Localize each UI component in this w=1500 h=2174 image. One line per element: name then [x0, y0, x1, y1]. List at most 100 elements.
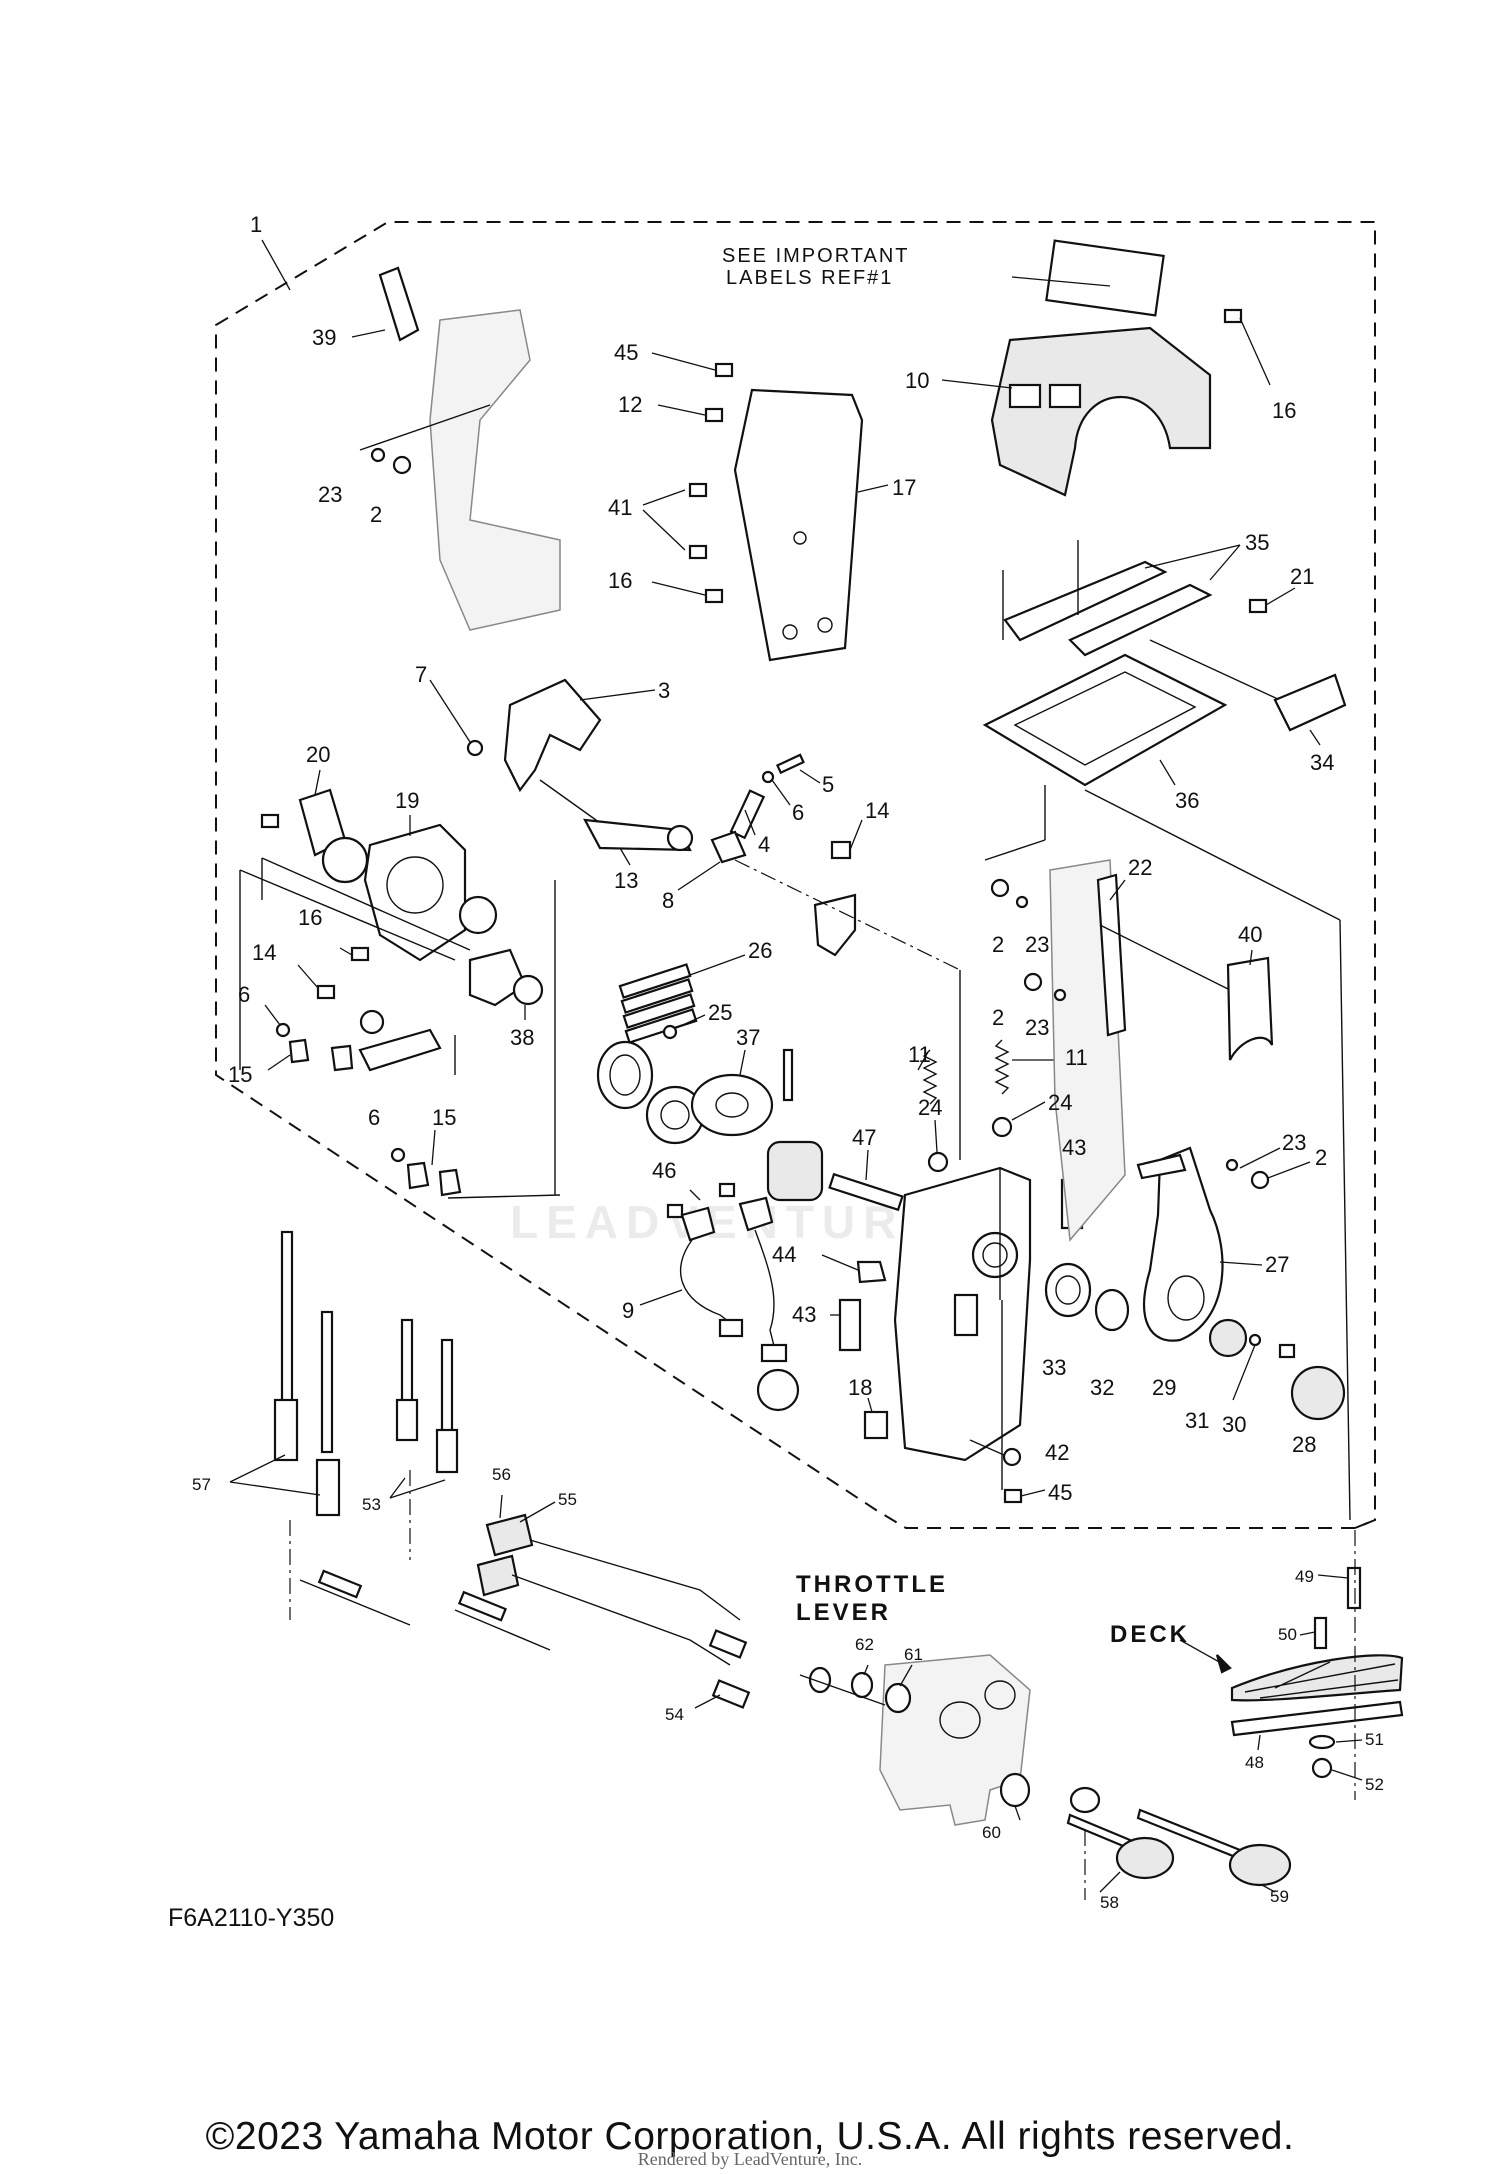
leader-49 — [1317, 1574, 1349, 1579]
leader-12 — [657, 404, 706, 416]
leader-15b — [431, 1129, 436, 1166]
part-30-screw — [1278, 1343, 1296, 1359]
callout-4: 4 — [758, 832, 770, 857]
callout-25: 25 — [708, 1000, 732, 1025]
leader-44 — [821, 1254, 859, 1271]
part-19-housing — [363, 823, 467, 962]
connector-a — [718, 1318, 744, 1338]
callout-3: 3 — [658, 678, 670, 703]
part-28-knob — [1290, 1365, 1346, 1421]
callout-60: 60 — [982, 1823, 1001, 1842]
callout-51: 51 — [1365, 1730, 1384, 1749]
seal — [596, 1040, 654, 1110]
leader-3 — [579, 689, 656, 701]
callout-33: 33 — [1042, 1355, 1066, 1380]
callout-42: 42 — [1045, 1440, 1069, 1465]
part-10-cover — [990, 326, 1212, 497]
leader-21 — [1265, 587, 1296, 606]
leader-label — [1011, 276, 1111, 287]
leader-34 — [1309, 729, 1321, 746]
part-47-shaft — [828, 1172, 904, 1212]
part-16-screw — [1223, 308, 1243, 324]
important-label-plate — [1045, 239, 1165, 317]
callout-43: 43 — [792, 1302, 816, 1327]
callout-23: 23 — [1025, 1015, 1049, 1040]
leader-14a — [849, 819, 863, 851]
callout-15: 15 — [228, 1062, 252, 1087]
leader-50 — [1299, 1631, 1316, 1636]
leader-18 — [867, 1397, 873, 1413]
part-2-bolt — [392, 455, 412, 475]
leader-55 — [519, 1501, 556, 1523]
callout-50: 50 — [1278, 1625, 1297, 1644]
leader-41b — [642, 509, 686, 551]
cable-block-lower — [476, 1554, 520, 1597]
callout-23: 23 — [1282, 1130, 1306, 1155]
callout-43: 43 — [1062, 1135, 1086, 1160]
leader-9 — [639, 1289, 683, 1306]
part-50-screw — [1313, 1616, 1328, 1650]
leader-39 — [351, 329, 386, 338]
connector-b — [760, 1343, 788, 1363]
callout-28: 28 — [1292, 1432, 1316, 1457]
leader-53a — [389, 1477, 406, 1499]
leader-1 — [261, 239, 291, 291]
callout-45: 45 — [1048, 1480, 1072, 1505]
callout-2: 2 — [992, 932, 1004, 957]
callout-2: 2 — [1315, 1145, 1327, 1170]
part-17-bracket — [733, 388, 864, 662]
leader-40 — [1249, 949, 1253, 966]
leader-4 — [744, 809, 756, 836]
part-9-wire-b — [754, 1229, 776, 1351]
callout-23: 23 — [318, 482, 342, 507]
leader-35a — [1144, 544, 1241, 569]
leader-52 — [1331, 1769, 1363, 1781]
leader-13 — [619, 847, 631, 866]
part-11-spring-b — [994, 1039, 1010, 1095]
lever-tab — [1136, 1153, 1187, 1180]
part-35-rail-a — [1003, 560, 1168, 642]
callout-12: 12 — [618, 392, 642, 417]
callout-2: 2 — [370, 502, 382, 527]
part-55-block — [485, 1513, 534, 1557]
part-40-cover — [1226, 956, 1274, 1061]
leader-24a — [934, 1119, 938, 1153]
part-53-cables — [395, 1318, 459, 1474]
callout-24: 24 — [918, 1095, 942, 1120]
part-43-clip-b — [838, 1298, 862, 1352]
leader-20 — [314, 769, 321, 796]
spline-gear — [766, 1140, 824, 1202]
callout-48: 48 — [1245, 1753, 1264, 1772]
leader-11a — [917, 1051, 929, 1071]
callout-16: 16 — [298, 905, 322, 930]
part-33-bushing — [1044, 1262, 1092, 1318]
leader-31 — [1232, 1344, 1256, 1401]
part-32-ring — [1094, 1288, 1130, 1332]
leader-16c — [339, 947, 353, 956]
part-18-block — [863, 1410, 889, 1440]
cam-disc — [321, 836, 369, 884]
leader-41a — [642, 489, 686, 506]
leader-7 — [429, 679, 471, 743]
part-51-washer — [1308, 1734, 1336, 1750]
part-38-bushing — [512, 974, 544, 1006]
part-7-clip — [466, 739, 484, 757]
callout-11: 11 — [908, 1042, 931, 1067]
leader-26 — [689, 954, 746, 976]
leader-5 — [799, 769, 821, 784]
leader-51 — [1335, 1739, 1363, 1743]
note-deck: DECK — [1110, 1621, 1190, 1648]
callout-11: 11 — [1065, 1045, 1088, 1070]
callout-2: 2 — [992, 1005, 1004, 1030]
callout-18: 18 — [848, 1375, 872, 1400]
callout-29: 29 — [1152, 1375, 1176, 1400]
callout-47: 47 — [852, 1125, 876, 1150]
part-57-cables — [273, 1230, 341, 1517]
leader-16b — [1239, 317, 1271, 386]
callout-52: 52 — [1365, 1775, 1384, 1794]
part-45-bolt-b — [1003, 1488, 1023, 1504]
leader-59 — [1261, 1884, 1276, 1893]
callout-7: 7 — [415, 662, 427, 687]
note-throttle-line1: THROTTLE — [796, 1571, 948, 1598]
